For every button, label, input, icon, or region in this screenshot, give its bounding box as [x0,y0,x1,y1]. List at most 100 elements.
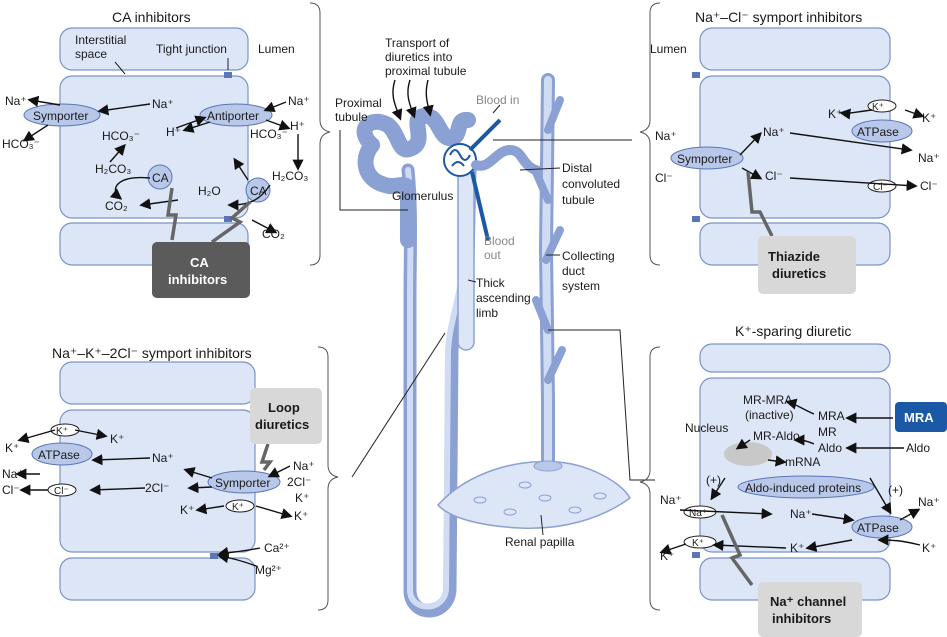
ksparing-cell [699,377,891,553]
thiazide-k-channel-label: K⁺ [872,102,884,113]
thiazide-atpase-label: ATPase [857,125,899,139]
distal-label: Distal [562,161,592,175]
thiazide-k-out: K⁺ [922,111,936,125]
ksparing-bolt [720,514,754,587]
loop-k-in: K⁺ [110,432,124,446]
loop-bolt [259,443,274,472]
loop-k-channel-2 [225,499,255,513]
thiazide-cl-lumen: Cl⁻ [655,171,673,185]
ks-na-in: Na⁺ [790,507,812,521]
loop-2cl-lumen: 2Cl⁻ [287,475,311,489]
nucleus-label: Nucleus [685,421,728,435]
transport-label-3: proximal tubule [385,64,467,78]
thiazide-symporter-label: Symporter [677,152,732,166]
thiazide-atpase [851,119,913,143]
ca-h2co3-in: H₂CO₃ [95,162,131,176]
renal-papilla-label: Renal papilla [505,535,575,549]
loop-na-in: Na⁺ [152,451,174,465]
collecting-label: Collecting [562,249,615,263]
ca-na-out: Na⁺ [5,94,27,108]
tight-junction-label: Tight junction [156,42,227,56]
ca-panel: CA inhibitors Interstitial space Tight j… [2,9,310,298]
loop-text-2: diuretics [255,417,309,432]
ca-enzyme-1-label: CA [152,171,169,185]
loop-symporter-label: Symporter [215,476,270,490]
ca-panel-title: CA inhibitors [112,9,191,25]
mra-box [895,402,947,432]
ca-h-lumen: H⁺ [290,119,305,133]
blood-out-label: Blood [484,234,515,248]
loop-k-channel-label: K⁺ [56,426,68,437]
thiazide-cl-channel-label: Cl⁻ [873,182,888,193]
aldo-induced-proteins [737,475,875,499]
aldo-in: Aldo [818,441,842,455]
interstitial-label-2: space [75,47,107,61]
ca-inhibit-bolt-2 [210,200,252,244]
ca-h2co3-lumen: H₂CO₃ [272,169,308,183]
ks-na-lumen: Na⁺ [660,493,682,507]
ks-atpase-label: ATPase [857,521,899,535]
ksparing-panel: K⁺-sparing diuretic MR-MRA (inactive) MR… [659,323,947,637]
ca-antiporter [199,103,273,127]
ca-enzyme-1 [147,164,173,190]
proximal-tubule-label-2: tubule [335,110,368,124]
thiazide-box [758,236,856,294]
thiazide-na-lumen: Na⁺ [655,129,677,143]
loop-k-lumen-2: K⁺ [294,509,308,523]
thiazide-text-2: diuretics [772,266,826,281]
proximal-tubule [356,108,476,158]
ca-h2o: H₂O [198,184,221,198]
thiazide-cell [699,75,891,219]
transport-label-1: Transport of [385,36,450,50]
ks-k-out: K⁺ [922,541,936,555]
loop-k-in-2: K⁺ [180,503,194,517]
loop-cl-out: Cl⁻ [2,483,20,497]
thick-limb-label: Thick [476,276,506,290]
ksparing-title: K⁺-sparing diuretic [735,323,851,339]
ca-na-in: Na⁺ [152,97,174,111]
thiazide-k-channel [867,99,897,113]
loop-k-out: K⁺ [5,441,19,455]
loop-panel: Na⁺–K⁺–2Cl⁻ symport inhibitors K⁺ K⁺ K⁺ … [2,345,322,601]
panel-brackets [309,2,661,611]
renal-papilla [436,461,631,529]
ca-antiporter-label: Antiporter [207,109,259,123]
loop-atpase-label: ATPase [38,448,80,462]
enac-label: Na⁺ [689,508,707,519]
mr-aldo-label: MR-Aldo [753,429,800,443]
mr-mra-label: MR-MRA [743,393,792,407]
nucleus [724,442,772,466]
loop-title: Na⁺–K⁺–2Cl⁻ symport inhibitors [52,345,252,361]
loop-2cl-in: 2Cl⁻ [145,481,169,495]
loop-box [250,388,322,444]
thiazide-na-in: Na⁺ [763,125,785,139]
ca-inhibitors-text-2: inhibitors [168,272,227,287]
aldo-proteins-label: Aldo-induced proteins [745,481,861,495]
thiazide-panel: Na⁺–Cl⁻ symport inhibitors Lumen K⁺ ATPa… [650,9,940,294]
plus-left: (+) [706,473,721,487]
loop-cl-channel-label: Cl⁻ [54,486,69,497]
ks-k-lumen: K⁺ [660,549,674,563]
thiazide-cl-out: Cl⁻ [920,179,938,193]
romk-label: K⁺ [692,538,704,549]
interstitial-label: Interstitial [75,33,126,47]
ca-enzyme-2 [245,177,271,203]
thiazide-symporter [670,146,744,170]
loop-k-channel [50,423,80,437]
aldo-out: Aldo [906,441,930,455]
ca-hco3-in: HCO₃⁻ [102,129,140,143]
na-channel-box [758,582,862,637]
thiazide-cl-in: Cl⁻ [765,169,783,183]
ks-na-out: Na⁺ [918,495,940,509]
distal-tubule [471,145,550,177]
ca-inhibitors-text: CA [190,255,209,270]
ca-na-lumen: Na⁺ [288,94,310,108]
thiazide-na-out: Na⁺ [918,151,940,165]
ca-symporter-label: Symporter [33,109,88,123]
ca-lumen-label: Lumen [258,42,295,56]
ca-inhibit-bolt-1 [165,187,179,241]
mrna-label: mRNA [785,455,820,469]
blood-out-label-2: out [484,248,501,262]
ca-hco3-lumen: HCO₃⁻ [250,127,288,141]
